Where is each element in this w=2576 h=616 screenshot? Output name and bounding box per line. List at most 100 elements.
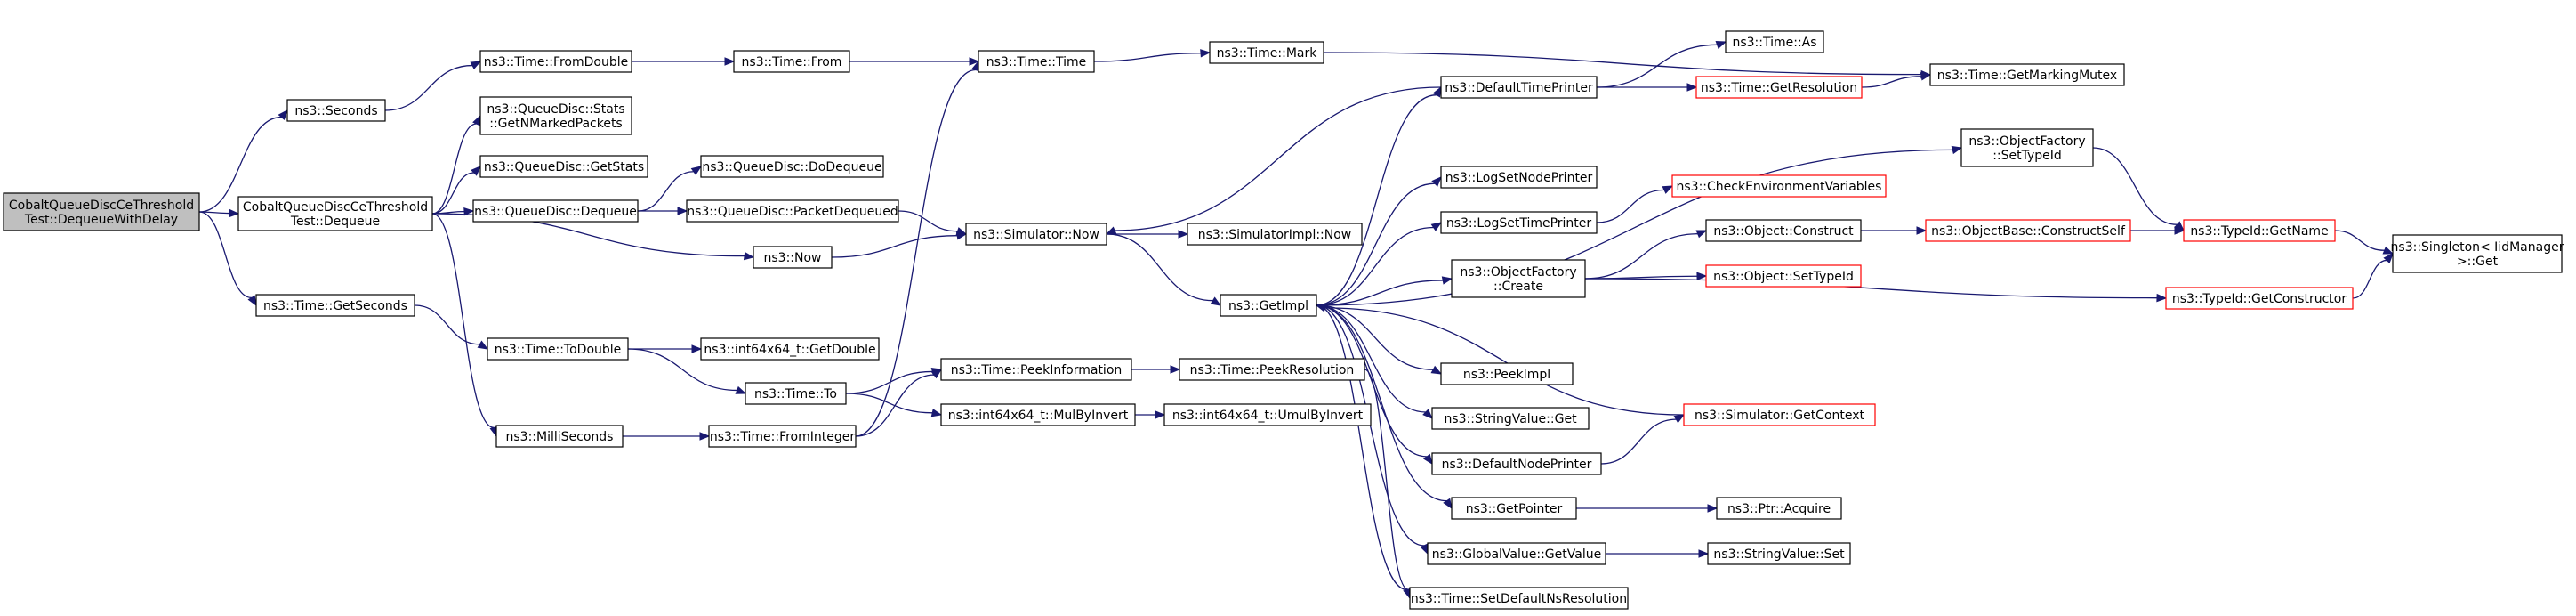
edge-arrowhead bbox=[2174, 221, 2185, 231]
edge-line bbox=[431, 213, 495, 429]
edge-line bbox=[1584, 278, 2158, 299]
node-box bbox=[1716, 497, 1842, 520]
edge-arrowhead bbox=[1105, 226, 1117, 235]
node-setdefaultres[interactable]: ns3::Time::SetDefaultNsResolution bbox=[1409, 587, 1629, 610]
node-box bbox=[708, 425, 857, 448]
node-box bbox=[1925, 219, 2131, 242]
node-box bbox=[2165, 287, 2354, 310]
node-logtimeprinter[interactable]: ns3::LogSetTimePrinter bbox=[1440, 211, 1598, 234]
edge-arrowhead bbox=[1431, 176, 1442, 187]
node-stringset[interactable]: ns3::StringValue::Set bbox=[1707, 542, 1851, 565]
node-box bbox=[479, 155, 648, 178]
node-simgetcontext[interactable]: ns3::Simulator::GetContext bbox=[1683, 403, 1876, 426]
edge-line bbox=[855, 69, 976, 437]
edge-getimpl-to-lognodeprinter bbox=[1316, 176, 1442, 306]
edge-arrowhead bbox=[1686, 83, 1698, 92]
node-label: ns3::CheckEnvironmentVariables bbox=[1677, 180, 1882, 194]
edge-arrowhead bbox=[1200, 49, 1212, 58]
node-label: ns3::Time::PeekResolution bbox=[1190, 363, 1355, 377]
edge-line bbox=[1316, 149, 1953, 306]
node-defaulttimeprinter[interactable]: ns3::DefaultTimePrinter bbox=[1440, 76, 1598, 99]
node-gvgetvalue[interactable]: ns3::GlobalValue::GetValue bbox=[1427, 542, 1606, 565]
node-checkenv[interactable]: ns3::CheckEnvironmentVariables bbox=[1671, 174, 1887, 198]
edge-arrowhead bbox=[1422, 409, 1433, 419]
node-lognodeprinter[interactable]: ns3::LogSetNodePrinter bbox=[1440, 166, 1598, 189]
edge-arrowhead bbox=[229, 208, 240, 218]
node-stringget[interactable]: ns3::StringValue::Get bbox=[1431, 407, 1590, 430]
node-int64getdouble[interactable]: ns3::int64x64_t::GetDouble bbox=[700, 337, 880, 361]
node-label: ns3::QueueDisc::PacketDequeued bbox=[687, 205, 898, 219]
node-fromdouble[interactable]: ns3::Time::FromDouble bbox=[479, 50, 632, 73]
node-milliseconds[interactable]: ns3::MilliSeconds bbox=[495, 425, 624, 448]
node-typeidgetname[interactable]: ns3::TypeId::GetName bbox=[2183, 219, 2336, 242]
edge-getresolution-to-getmarkingmutex bbox=[1861, 72, 1932, 88]
node-label: ns3::DefaultTimePrinter bbox=[1445, 81, 1593, 95]
node-label: ns3::Time::SetDefaultNsResolution bbox=[1411, 592, 1627, 606]
node-now[interactable]: ns3::Now bbox=[753, 246, 833, 269]
edge-line bbox=[855, 374, 935, 437]
node-qddequeue[interactable]: ns3::QueueDisc::Dequeue bbox=[472, 199, 639, 223]
edge-line bbox=[898, 210, 958, 232]
edge-arrowhead bbox=[1441, 276, 1453, 285]
node-label: Test::DequeueWithDelay bbox=[24, 213, 178, 227]
node-getnmarked[interactable]: ns3::QueueDisc::Stats::GetNMarkedPackets bbox=[479, 96, 632, 135]
edge-dequeue-to-getstats bbox=[431, 166, 481, 215]
node-getstats[interactable]: ns3::QueueDisc::GetStats bbox=[479, 155, 648, 178]
node-box bbox=[1671, 174, 1887, 198]
node-objsettypeid[interactable]: ns3::Object::SetTypeId bbox=[1705, 264, 1862, 288]
node-root[interactable]: CobaltQueueDiscCeThresholdTest::DequeueW… bbox=[3, 192, 200, 231]
node-constructself[interactable]: ns3::ObjectBase::ConstructSelf bbox=[1925, 219, 2131, 242]
node-peekinfo[interactable]: ns3::Time::PeekInformation bbox=[940, 358, 1132, 381]
node-to[interactable]: ns3::Time::To bbox=[745, 382, 847, 405]
edge-simnow-to-getimpl bbox=[1106, 233, 1222, 306]
node-from[interactable]: ns3::Time::From bbox=[733, 50, 850, 73]
edge-line bbox=[1106, 233, 1213, 302]
edge-getimpl-to-logtimeprinter bbox=[1316, 222, 1443, 306]
edge-line bbox=[845, 370, 933, 394]
node-box bbox=[1440, 166, 1598, 189]
edge-line bbox=[845, 393, 933, 414]
node-getseconds[interactable]: ns3::Time::GetSeconds bbox=[255, 294, 415, 317]
edge-dequeue-to-milliseconds bbox=[431, 213, 498, 438]
node-getpointer[interactable]: ns3::GetPointer bbox=[1451, 497, 1577, 520]
node-simimplnow[interactable]: ns3::SimulatorImpl::Now bbox=[1187, 223, 1363, 246]
edge-line bbox=[1596, 44, 1718, 88]
node-peekimpl[interactable]: ns3::PeekImpl bbox=[1440, 362, 1574, 385]
node-typeidgetconstructor[interactable]: ns3::TypeId::GetConstructor bbox=[2165, 287, 2354, 310]
node-label: ns3::TypeId::GetConstructor bbox=[2172, 292, 2347, 306]
edge-arrowhead bbox=[1698, 549, 1710, 558]
node-singletonget[interactable]: ns3::Singleton< IidManager>::Get bbox=[2391, 234, 2564, 273]
node-timeas[interactable]: ns3::Time::As bbox=[1725, 30, 1824, 53]
edge-defaulttimeprinter-to-getresolution bbox=[1597, 83, 1698, 92]
node-getmarkingmutex[interactable]: ns3::Time::GetMarkingMutex bbox=[1929, 63, 2125, 86]
node-box bbox=[1929, 63, 2125, 86]
node-objconstruct[interactable]: ns3::Object::Construct bbox=[1705, 219, 1862, 242]
node-simnow[interactable]: ns3::Simulator::Now bbox=[965, 223, 1107, 246]
node-ptracquire[interactable]: ns3::Ptr::Acquire bbox=[1716, 497, 1842, 520]
node-packetdequeued[interactable]: ns3::QueueDisc::PacketDequeued bbox=[686, 199, 899, 223]
node-label: ns3::Time::To bbox=[754, 387, 837, 401]
node-dodequeue[interactable]: ns3::QueueDisc::DoDequeue bbox=[700, 155, 884, 178]
edge-defaultnodeprinter-to-simgetcontext bbox=[1600, 414, 1686, 465]
node-getresolution[interactable]: ns3::Time::GetResolution bbox=[1695, 76, 1863, 99]
node-umulbyinvert[interactable]: ns3::int64x64_t::UmulByInvert bbox=[1163, 403, 1372, 426]
node-seconds[interactable]: ns3::Seconds bbox=[286, 99, 386, 122]
node-box bbox=[965, 223, 1107, 246]
node-getimpl[interactable]: ns3::GetImpl bbox=[1220, 294, 1317, 317]
node-peekresolution[interactable]: ns3::Time::PeekResolution bbox=[1179, 358, 1365, 381]
edge-constructself-to-typeidgetname bbox=[2130, 226, 2186, 235]
node-frominteger[interactable]: ns3::Time::FromInteger bbox=[708, 425, 857, 448]
node-defaultnodeprinter[interactable]: ns3::DefaultNodePrinter bbox=[1431, 452, 1602, 475]
node-ofsettypeid[interactable]: ns3::ObjectFactory::SetTypeId bbox=[1960, 128, 2094, 167]
node-time[interactable]: ns3::Time::Time bbox=[978, 50, 1095, 73]
node-mulbyinvert[interactable]: ns3::int64x64_t::MulByInvert bbox=[940, 403, 1136, 426]
node-mark[interactable]: ns3::Time::Mark bbox=[1209, 41, 1324, 64]
node-todouble[interactable]: ns3::Time::ToDouble bbox=[487, 337, 629, 361]
edge-todouble-to-to bbox=[627, 348, 747, 394]
node-box bbox=[286, 99, 386, 122]
edge-line bbox=[1316, 304, 1428, 458]
node-ofcreate[interactable]: ns3::ObjectFactory::Create bbox=[1451, 259, 1586, 298]
node-label: ns3::ObjectBase::ConstructSelf bbox=[1931, 224, 2126, 239]
node-label: ns3::Time::GetMarkingMutex bbox=[1937, 69, 2117, 83]
